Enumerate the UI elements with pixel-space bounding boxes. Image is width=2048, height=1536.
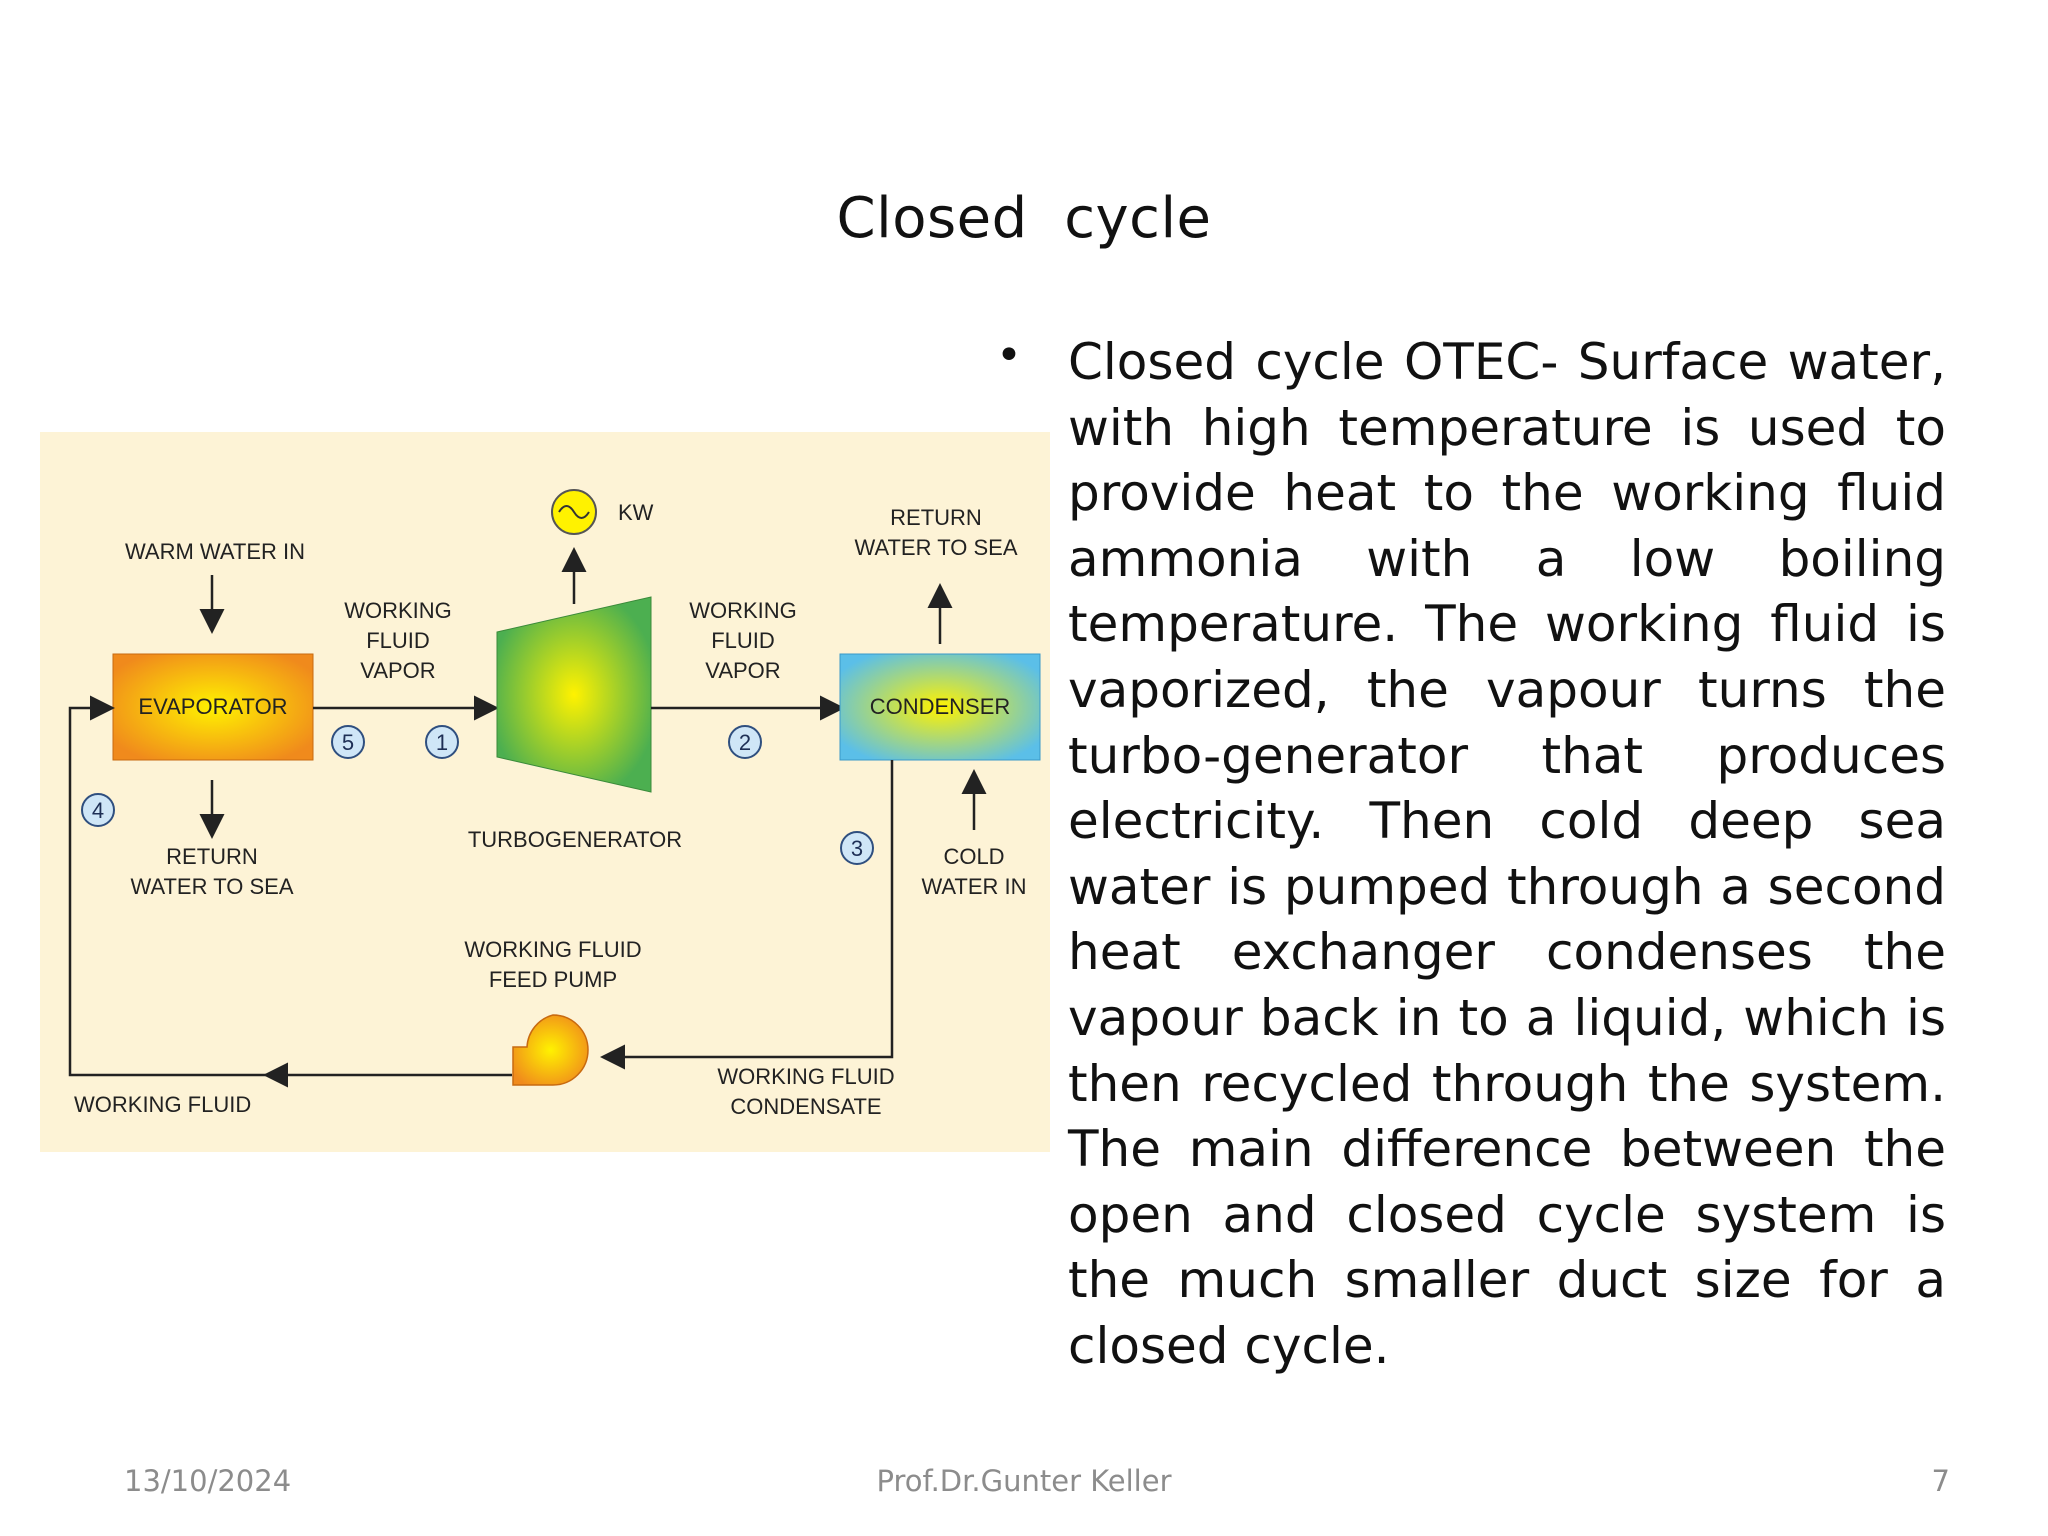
closed-cycle-otec-diagram: WARM WATER IN EVAPORATOR RETURN WATER TO…	[40, 432, 1050, 1152]
vapor-left-line2: FLUID	[366, 628, 430, 653]
svg-text:3: 3	[851, 836, 863, 861]
footer-page-number: 7	[1931, 1464, 1950, 1498]
vapor-left-line1: WORKING	[344, 598, 452, 623]
turbogenerator-label: TURBOGENERATOR	[468, 827, 682, 852]
svg-text:4: 4	[92, 798, 104, 823]
bullet-paragraph: Closed cycle OTEC- Surface water, with h…	[1068, 333, 1946, 1375]
condensate-line1: WORKING FLUID	[717, 1064, 894, 1089]
vapor-left-line3: VAPOR	[360, 658, 435, 683]
cold-water-in-line1: COLD	[943, 844, 1004, 869]
return-water-left-line2: WATER TO SEA	[131, 874, 294, 899]
footer-date: 13/10/2024	[124, 1464, 292, 1498]
evaporator-label: EVAPORATOR	[138, 694, 287, 719]
svg-text:5: 5	[342, 730, 354, 755]
cold-water-in-line2: WATER IN	[921, 874, 1026, 899]
return-water-right-line1: RETURN	[890, 505, 982, 530]
state-point-2: 2	[728, 725, 762, 759]
slide-title: Closed cycle	[836, 186, 1212, 251]
flow-condenser-to-pump	[600, 760, 894, 1070]
state-point-3: 3	[840, 831, 874, 865]
return-water-right-line2: WATER TO SEA	[855, 535, 1018, 560]
evaporator-box	[112, 653, 314, 761]
svg-text:2: 2	[739, 730, 751, 755]
feed-pump-line1: WORKING FLUID	[464, 937, 641, 962]
ac-wave-icon	[558, 505, 590, 519]
vapor-right-line3: VAPOR	[705, 658, 780, 683]
vapor-right-line1: WORKING	[689, 598, 797, 623]
footer-author: Prof.Dr.Gunter Keller	[876, 1464, 1172, 1498]
working-fluid-label: WORKING FLUID	[74, 1092, 251, 1117]
vapor-right-line2: FLUID	[711, 628, 775, 653]
state-point-1: 1	[425, 725, 459, 759]
condensate-line2: CONDENSATE	[730, 1094, 881, 1119]
condenser-label: CONDENSER	[870, 694, 1011, 719]
flow-return-to-evaporator	[68, 695, 268, 1077]
svg-text:1: 1	[436, 730, 448, 755]
return-water-left-line1: RETURN	[166, 844, 258, 869]
kw-label: KW	[618, 500, 654, 525]
feed-pump-icon	[512, 1014, 589, 1086]
state-point-5: 5	[331, 725, 365, 759]
state-point-4: 4	[81, 793, 115, 827]
feed-pump-line2: FEED PUMP	[489, 967, 617, 992]
turbine-shape	[496, 596, 652, 793]
warm-water-in-label: WARM WATER IN	[125, 539, 305, 564]
condenser-box	[839, 653, 1041, 761]
bullet-marker: •	[996, 330, 1022, 381]
